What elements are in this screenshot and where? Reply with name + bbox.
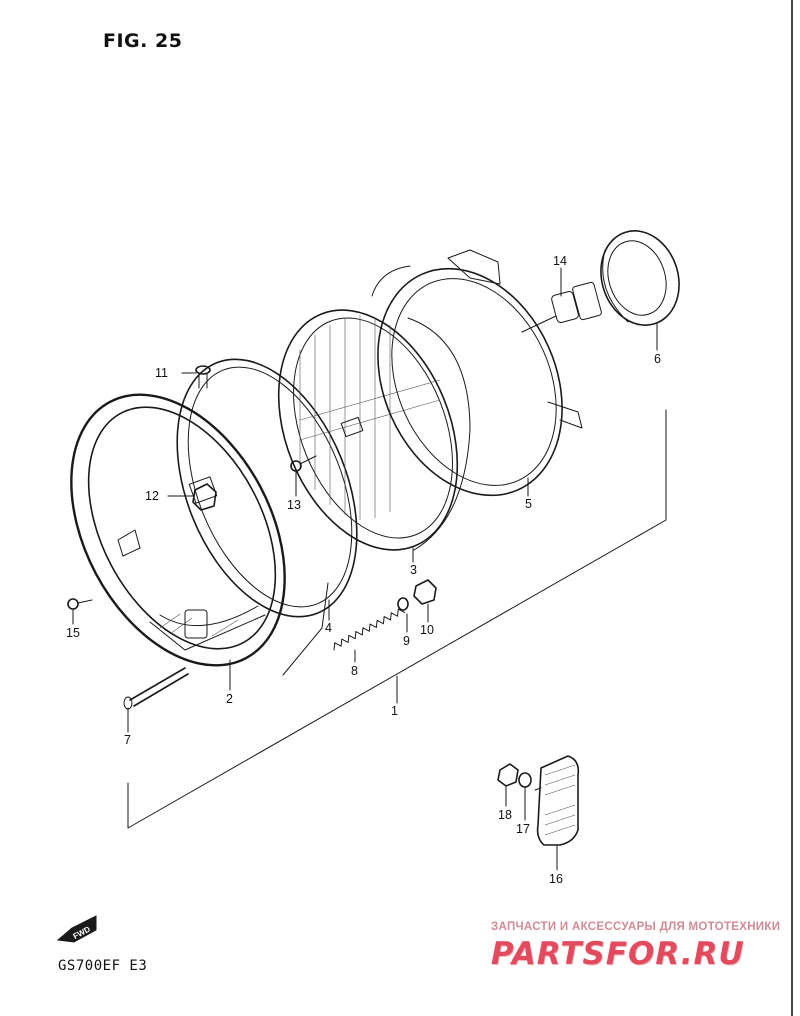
callout-3: 3 <box>410 563 417 577</box>
model-code: GS700EF E3 <box>58 958 148 974</box>
reflector-16 <box>534 755 580 846</box>
washer-17 <box>518 772 532 788</box>
sealed-beam-unit <box>277 309 471 551</box>
callout-12: 12 <box>145 489 159 503</box>
callout-1: 1 <box>391 704 398 718</box>
forward-arrow-icon <box>56 915 97 943</box>
clip-nut-12 <box>192 483 217 511</box>
callout-17: 17 <box>516 822 530 836</box>
lens-retaining-ring <box>176 358 358 676</box>
callout-8: 8 <box>351 664 358 678</box>
watermark-logo: PARTSFOR.RU <box>491 936 745 972</box>
callout-5: 5 <box>525 497 532 511</box>
adjusting-screw <box>123 667 189 710</box>
callout-16: 16 <box>549 872 563 886</box>
callout-18: 18 <box>498 808 512 822</box>
callout-7: 7 <box>124 733 131 747</box>
callout-4: 4 <box>325 621 332 635</box>
figure-title: FIG. 25 <box>103 30 183 52</box>
nut-10 <box>413 579 437 605</box>
callout-9: 9 <box>403 634 410 648</box>
headlight-rim <box>70 393 286 667</box>
screw-15 <box>67 598 93 610</box>
assembly-bracket-1 <box>127 409 667 829</box>
callout-10: 10 <box>420 623 434 637</box>
headlight-bulb <box>521 281 602 333</box>
leader-lines <box>72 267 658 871</box>
nut-18 <box>497 763 519 787</box>
washer-9 <box>397 597 409 611</box>
screw-13 <box>290 455 317 472</box>
watermark-tagline: ЗАПЧАСТИ И АКСЕССУАРЫ ДЛЯ МОТОТЕХНИКИ <box>491 921 781 933</box>
socket-cover <box>600 230 680 326</box>
callout-14: 14 <box>553 254 567 268</box>
callout-11: 11 <box>155 366 168 380</box>
callout-15: 15 <box>66 626 80 640</box>
adjusting-spring <box>333 608 406 651</box>
callout-2: 2 <box>226 692 233 706</box>
callout-6: 6 <box>654 352 661 366</box>
headlight-housing <box>371 249 583 497</box>
callout-13: 13 <box>287 498 301 512</box>
